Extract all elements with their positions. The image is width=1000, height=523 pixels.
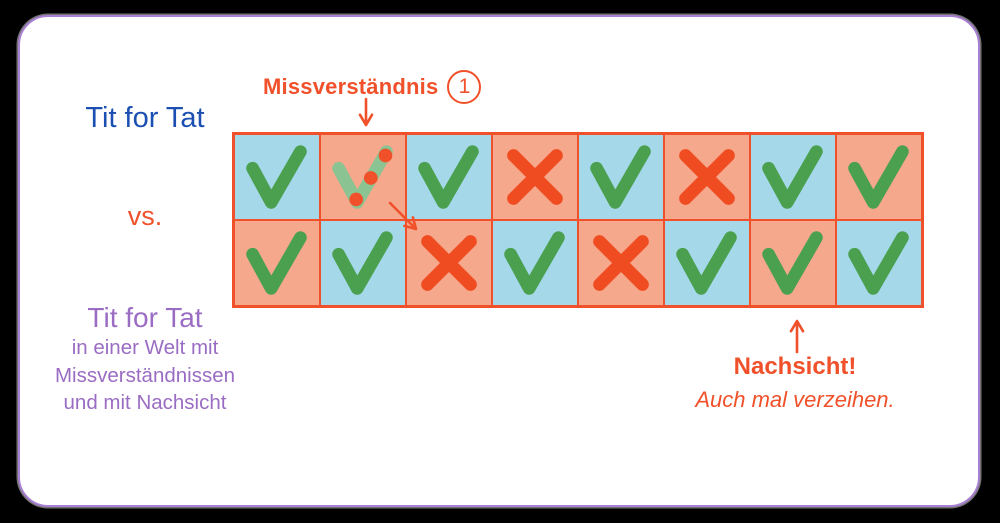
- strategy-grid: [232, 132, 924, 308]
- grid-cell-r2-c1: [234, 220, 320, 306]
- grid-cell-r2-c4: [492, 220, 578, 306]
- cross-icon: [421, 235, 477, 291]
- check-icon: [332, 231, 393, 295]
- strategy-b-subtitle-line-3: und mit Nachsicht: [63, 391, 227, 414]
- grid-cell-r2-c3: [406, 220, 492, 306]
- arrow-up-icon: [789, 319, 805, 354]
- grid-cell-r2-c8: [836, 220, 922, 306]
- check-icon: [590, 145, 651, 209]
- cross-icon: [593, 235, 649, 291]
- check-icon: [418, 145, 479, 209]
- grid-cell-r2-c5: [578, 220, 664, 306]
- forgiveness-annotation: Nachsicht! Auch mal verzeihen.: [670, 352, 920, 414]
- grid-cell-r1-c4: [492, 134, 578, 220]
- versus-label: vs.: [127, 201, 163, 231]
- check-icon: [848, 231, 909, 295]
- check-icon: [676, 231, 737, 295]
- check-icon: [246, 231, 307, 295]
- cross-icon: [679, 149, 735, 205]
- cross-icon: [507, 149, 563, 205]
- grid-cell-r1-c8: [836, 134, 922, 220]
- misunderstanding-number-badge: 1: [447, 70, 482, 104]
- forgiveness-subtitle: Auch mal verzeihen.: [695, 387, 895, 412]
- check-icon: [762, 231, 823, 295]
- misread-check-icon: [332, 145, 393, 209]
- arrow-down-icon: [358, 97, 374, 127]
- grid-cell-r1-c6: [664, 134, 750, 220]
- arrow-diagonal-icon: [388, 201, 418, 231]
- check-icon: [762, 145, 823, 209]
- grid-cell-r2-c2: [320, 220, 406, 306]
- check-icon: [246, 145, 307, 209]
- check-icon: [848, 145, 909, 209]
- grid-cell-r1-c7: [750, 134, 836, 220]
- misunderstanding-annotation: Missverständnis 1: [263, 69, 482, 105]
- grid-cell-r1-c5: [578, 134, 664, 220]
- grid-cell-r1-c3: [406, 134, 492, 220]
- grid-cell-r2-c7: [750, 220, 836, 306]
- strategy-b-subtitle-line-2: Missverständnissen: [54, 363, 235, 387]
- strategy-a-label: Tit for Tat: [85, 102, 205, 134]
- grid-cell-r2-c6: [664, 220, 750, 306]
- forgiveness-title: Nachsicht!: [733, 353, 857, 380]
- strategy-b-title: Tit for Tat: [87, 302, 203, 333]
- misunderstanding-label: Missverständnis: [263, 74, 439, 99]
- grid-cell-r1-c1: [234, 134, 320, 220]
- check-icon: [504, 231, 565, 295]
- strategy-b-label: Tit for Tat in einer Welt mit Missverstä…: [15, 301, 275, 417]
- strategy-b-subtitle-line-1: in einer Welt mit: [71, 336, 219, 359]
